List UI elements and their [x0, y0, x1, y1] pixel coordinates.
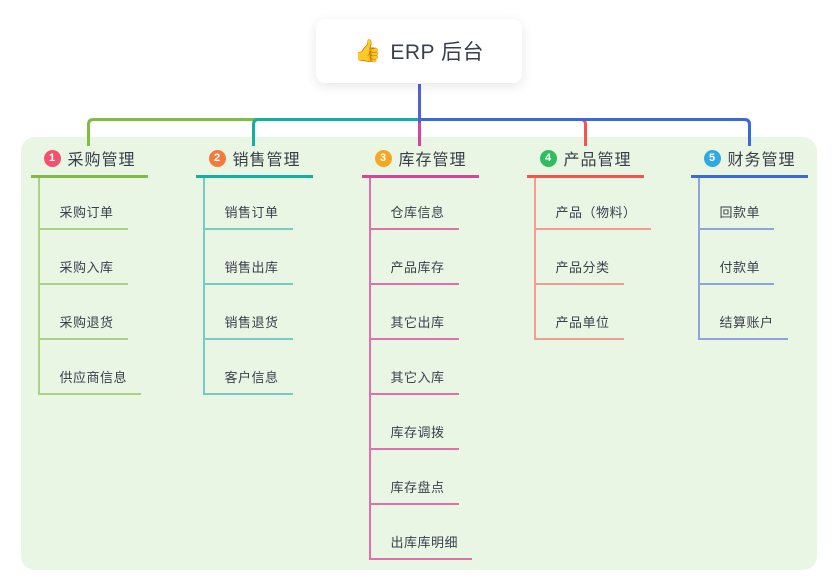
- child-node-label: 其它出库: [390, 315, 445, 330]
- branch-node-3[interactable]: 3 库存管理: [361, 147, 479, 178]
- branch-node-label: 销售管理: [232, 152, 301, 169]
- child-node-label: 产品单位: [555, 315, 610, 330]
- branch-node-label: 财务管理: [727, 152, 796, 169]
- child-node-label: 销售退货: [224, 315, 279, 330]
- branch-node-label: 库存管理: [398, 152, 467, 169]
- child-node[interactable]: 产品库存: [370, 230, 459, 285]
- child-node[interactable]: 销售退货: [204, 285, 293, 340]
- child-node-label: 库存调拨: [390, 425, 445, 440]
- child-node[interactable]: 其它入库: [370, 340, 459, 395]
- root-node[interactable]: 👍 ERP 后台: [316, 19, 522, 83]
- child-node-label: 仓库信息: [390, 205, 445, 220]
- branch-node-5[interactable]: 5 财务管理: [690, 147, 808, 178]
- child-node-label: 产品（物料）: [555, 205, 637, 220]
- branch-number-badge: 4: [539, 149, 557, 167]
- child-node[interactable]: 库存调拨: [370, 395, 459, 450]
- branch-node-2[interactable]: 2 销售管理: [195, 147, 313, 178]
- child-node[interactable]: 库存盘点: [370, 450, 459, 505]
- branch-children-group: 采购订单 采购入库 采购退货 供应商信息: [37, 178, 142, 395]
- child-node-label: 付款单: [719, 260, 761, 275]
- child-node-label: 采购入库: [59, 260, 114, 275]
- child-node[interactable]: 结算账户: [699, 285, 788, 340]
- branch-children-group: 产品（物料） 产品分类 产品单位: [533, 178, 651, 340]
- child-node[interactable]: 销售订单: [204, 178, 293, 230]
- branch-children-group: 销售订单 销售出库 销售退货 客户信息: [202, 178, 293, 395]
- child-node[interactable]: 客户信息: [204, 340, 293, 395]
- child-node-label: 供应商信息: [59, 370, 128, 385]
- child-node-label: 采购退货: [59, 315, 114, 330]
- child-node-label: 出库库明细: [390, 535, 459, 550]
- child-node[interactable]: 仓库信息: [370, 178, 459, 230]
- child-node[interactable]: 出库库明细: [370, 505, 473, 560]
- branch-number-badge: 3: [374, 149, 392, 167]
- child-node-label: 结算账户: [719, 315, 774, 330]
- child-node[interactable]: 采购退货: [39, 285, 128, 340]
- branch-number-badge: 1: [43, 149, 61, 167]
- child-node[interactable]: 销售出库: [204, 230, 293, 285]
- child-node-label: 产品库存: [390, 260, 445, 275]
- child-node[interactable]: 采购入库: [39, 230, 128, 285]
- child-node[interactable]: 其它出库: [370, 285, 459, 340]
- child-node-label: 销售订单: [224, 205, 279, 220]
- branches-panel: [21, 137, 817, 570]
- child-node[interactable]: 采购订单: [39, 178, 128, 230]
- branch-node-label: 产品管理: [563, 152, 632, 169]
- child-node-label: 采购订单: [59, 205, 114, 220]
- child-node[interactable]: 供应商信息: [39, 340, 142, 395]
- child-node[interactable]: 产品单位: [535, 285, 624, 340]
- child-node[interactable]: 产品（物料）: [535, 178, 651, 230]
- child-node[interactable]: 付款单: [699, 230, 775, 285]
- branch-children-group: 回款单 付款单 结算账户: [697, 178, 788, 340]
- child-node[interactable]: 回款单: [699, 178, 775, 230]
- root-node-title: ERP 后台: [390, 41, 485, 64]
- thumbs-up-icon: 👍: [353, 38, 382, 63]
- child-node-label: 客户信息: [224, 370, 279, 385]
- child-node-label: 库存盘点: [390, 480, 445, 495]
- child-node-label: 产品分类: [555, 260, 610, 275]
- branch-node-label: 采购管理: [67, 152, 136, 169]
- branch-number-badge: 2: [208, 149, 226, 167]
- child-node[interactable]: 产品分类: [535, 230, 624, 285]
- branch-children-group: 仓库信息 产品库存 其它出库 其它入库 库存调拨 库存盘点 出库库明细: [368, 178, 473, 560]
- child-node-label: 回款单: [719, 205, 761, 220]
- child-node-label: 销售出库: [224, 260, 279, 275]
- branch-node-4[interactable]: 4 产品管理: [526, 147, 644, 178]
- branch-number-badge: 5: [703, 149, 721, 167]
- branch-node-1[interactable]: 1 采购管理: [30, 147, 148, 178]
- child-node-label: 其它入库: [390, 370, 445, 385]
